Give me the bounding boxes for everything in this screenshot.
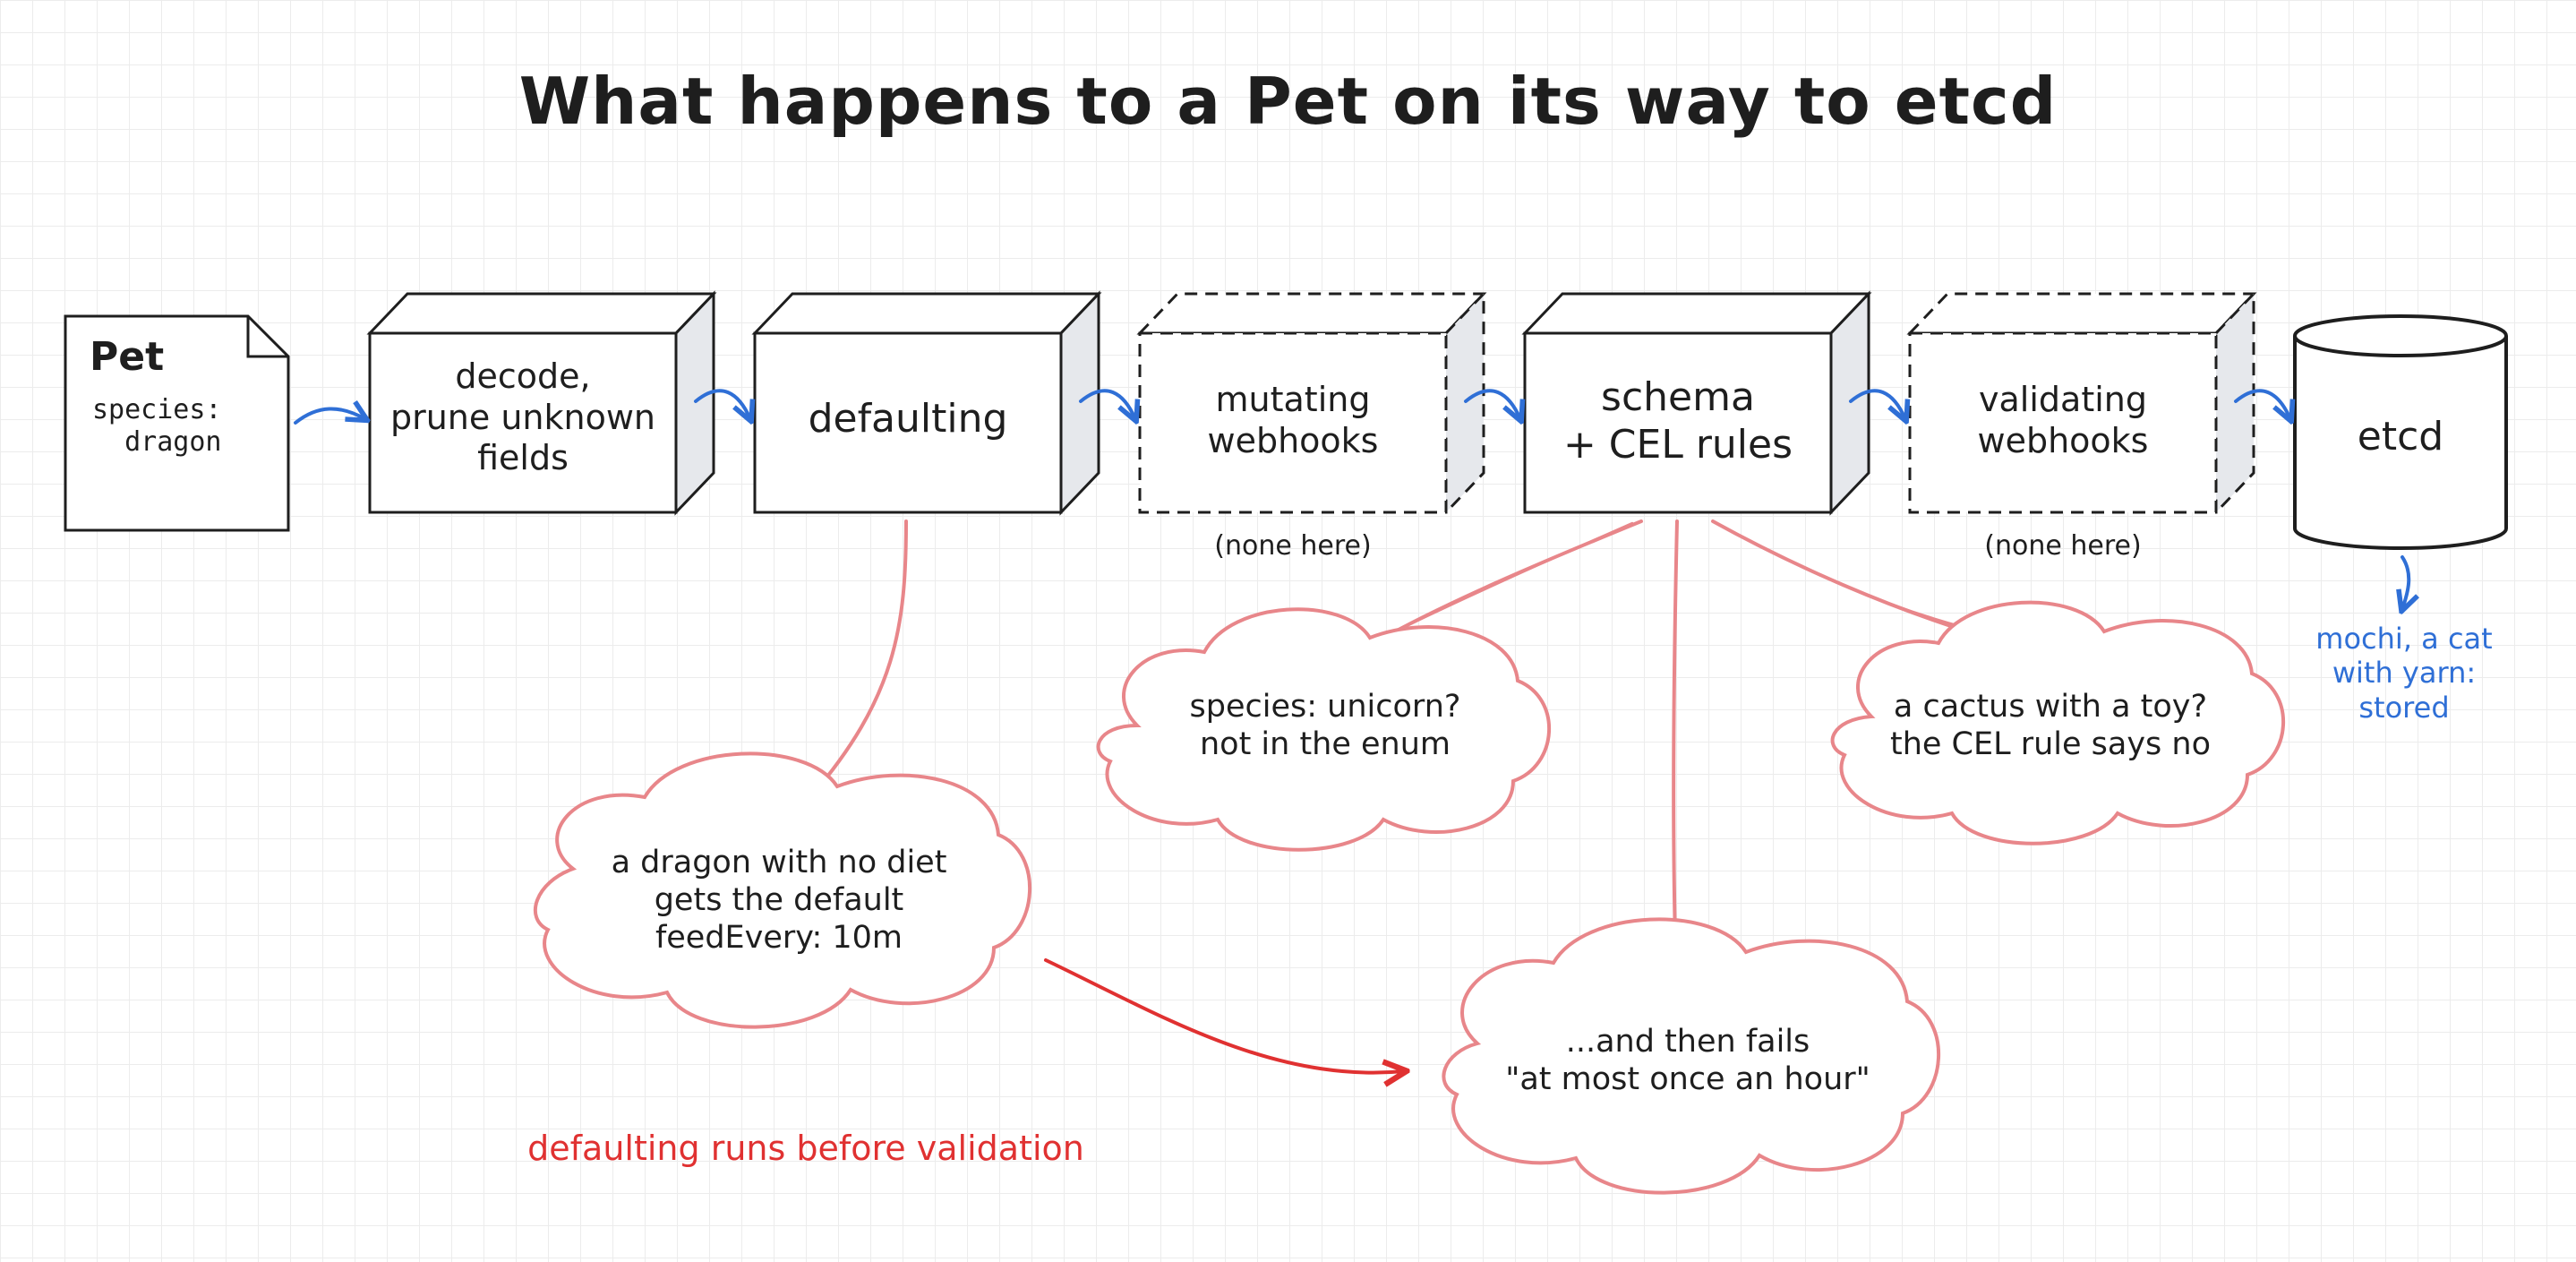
stage-etcd-label: etcd (2357, 414, 2444, 459)
red-arrow-default-to-fails (1044, 958, 1404, 1073)
decode-box-shape (366, 290, 717, 516)
stage-schema-label: schema + CEL rules (1562, 374, 1793, 468)
cloud-default-text: a dragon with no diet gets the default f… (611, 845, 947, 956)
flow-arrow-schema-validating (1849, 389, 1905, 419)
connector-defaulting-cloud (809, 519, 908, 799)
etcd-cylinder-shape (2293, 314, 2508, 550)
connector-schema-fails-cloud (1672, 519, 1679, 974)
cloud-enum-text: species: unicorn? not in the enum (1189, 689, 1461, 762)
cloud-fails-shape (1442, 917, 1940, 1195)
flow-arrow-mutating-schema (1464, 389, 1520, 419)
flow-arrow-defaulting-mutating (1079, 389, 1135, 419)
flow-arrow-validating-etcd (2234, 389, 2290, 419)
validating-box-shape (1906, 290, 2257, 516)
stage-decode-label: decode, prune unknown fields (389, 356, 656, 478)
cloud-cel-shape (1830, 600, 2285, 846)
stored-arrow (2402, 555, 2409, 609)
connector-schema-cel-cloud-2 (1716, 522, 1994, 636)
cloud-default-shape (533, 751, 1031, 1029)
footer-note: defaulting runs before validation (527, 1129, 1084, 1168)
stage-validating-label: validating webhooks (1977, 380, 2149, 460)
mutating-box-shape (1136, 290, 1487, 516)
pet-label: Pet (90, 334, 165, 380)
stage-mutating-label: mutating webhooks (1207, 380, 1379, 460)
mutating-none-note: (none here) (1214, 530, 1372, 562)
cloud-fails-text: ...and then fails "at most once an hour" (1505, 1024, 1870, 1097)
schema-box-shape (1521, 290, 1872, 516)
connector-schema-enum-cloud-2 (1384, 521, 1634, 638)
pet-document-shape (64, 314, 290, 532)
cloud-enum-shape (1096, 607, 1551, 852)
stage-defaulting-label: defaulting (808, 396, 1008, 442)
cloud-cel-text: a cactus with a toy? the CEL rule says n… (1889, 689, 2212, 762)
defaulting-box-shape (751, 290, 1102, 516)
flow-arrow-pet-decode (294, 408, 365, 425)
validating-none-note: (none here) (1984, 530, 2142, 562)
stored-note: mochi, a cat with yarn: stored (2315, 622, 2493, 725)
page-title: What happens to a Pet on its way to etcd (518, 64, 2058, 139)
flow-arrow-decode-defaulting (694, 389, 750, 419)
pet-species-field: species: dragon (92, 394, 222, 458)
